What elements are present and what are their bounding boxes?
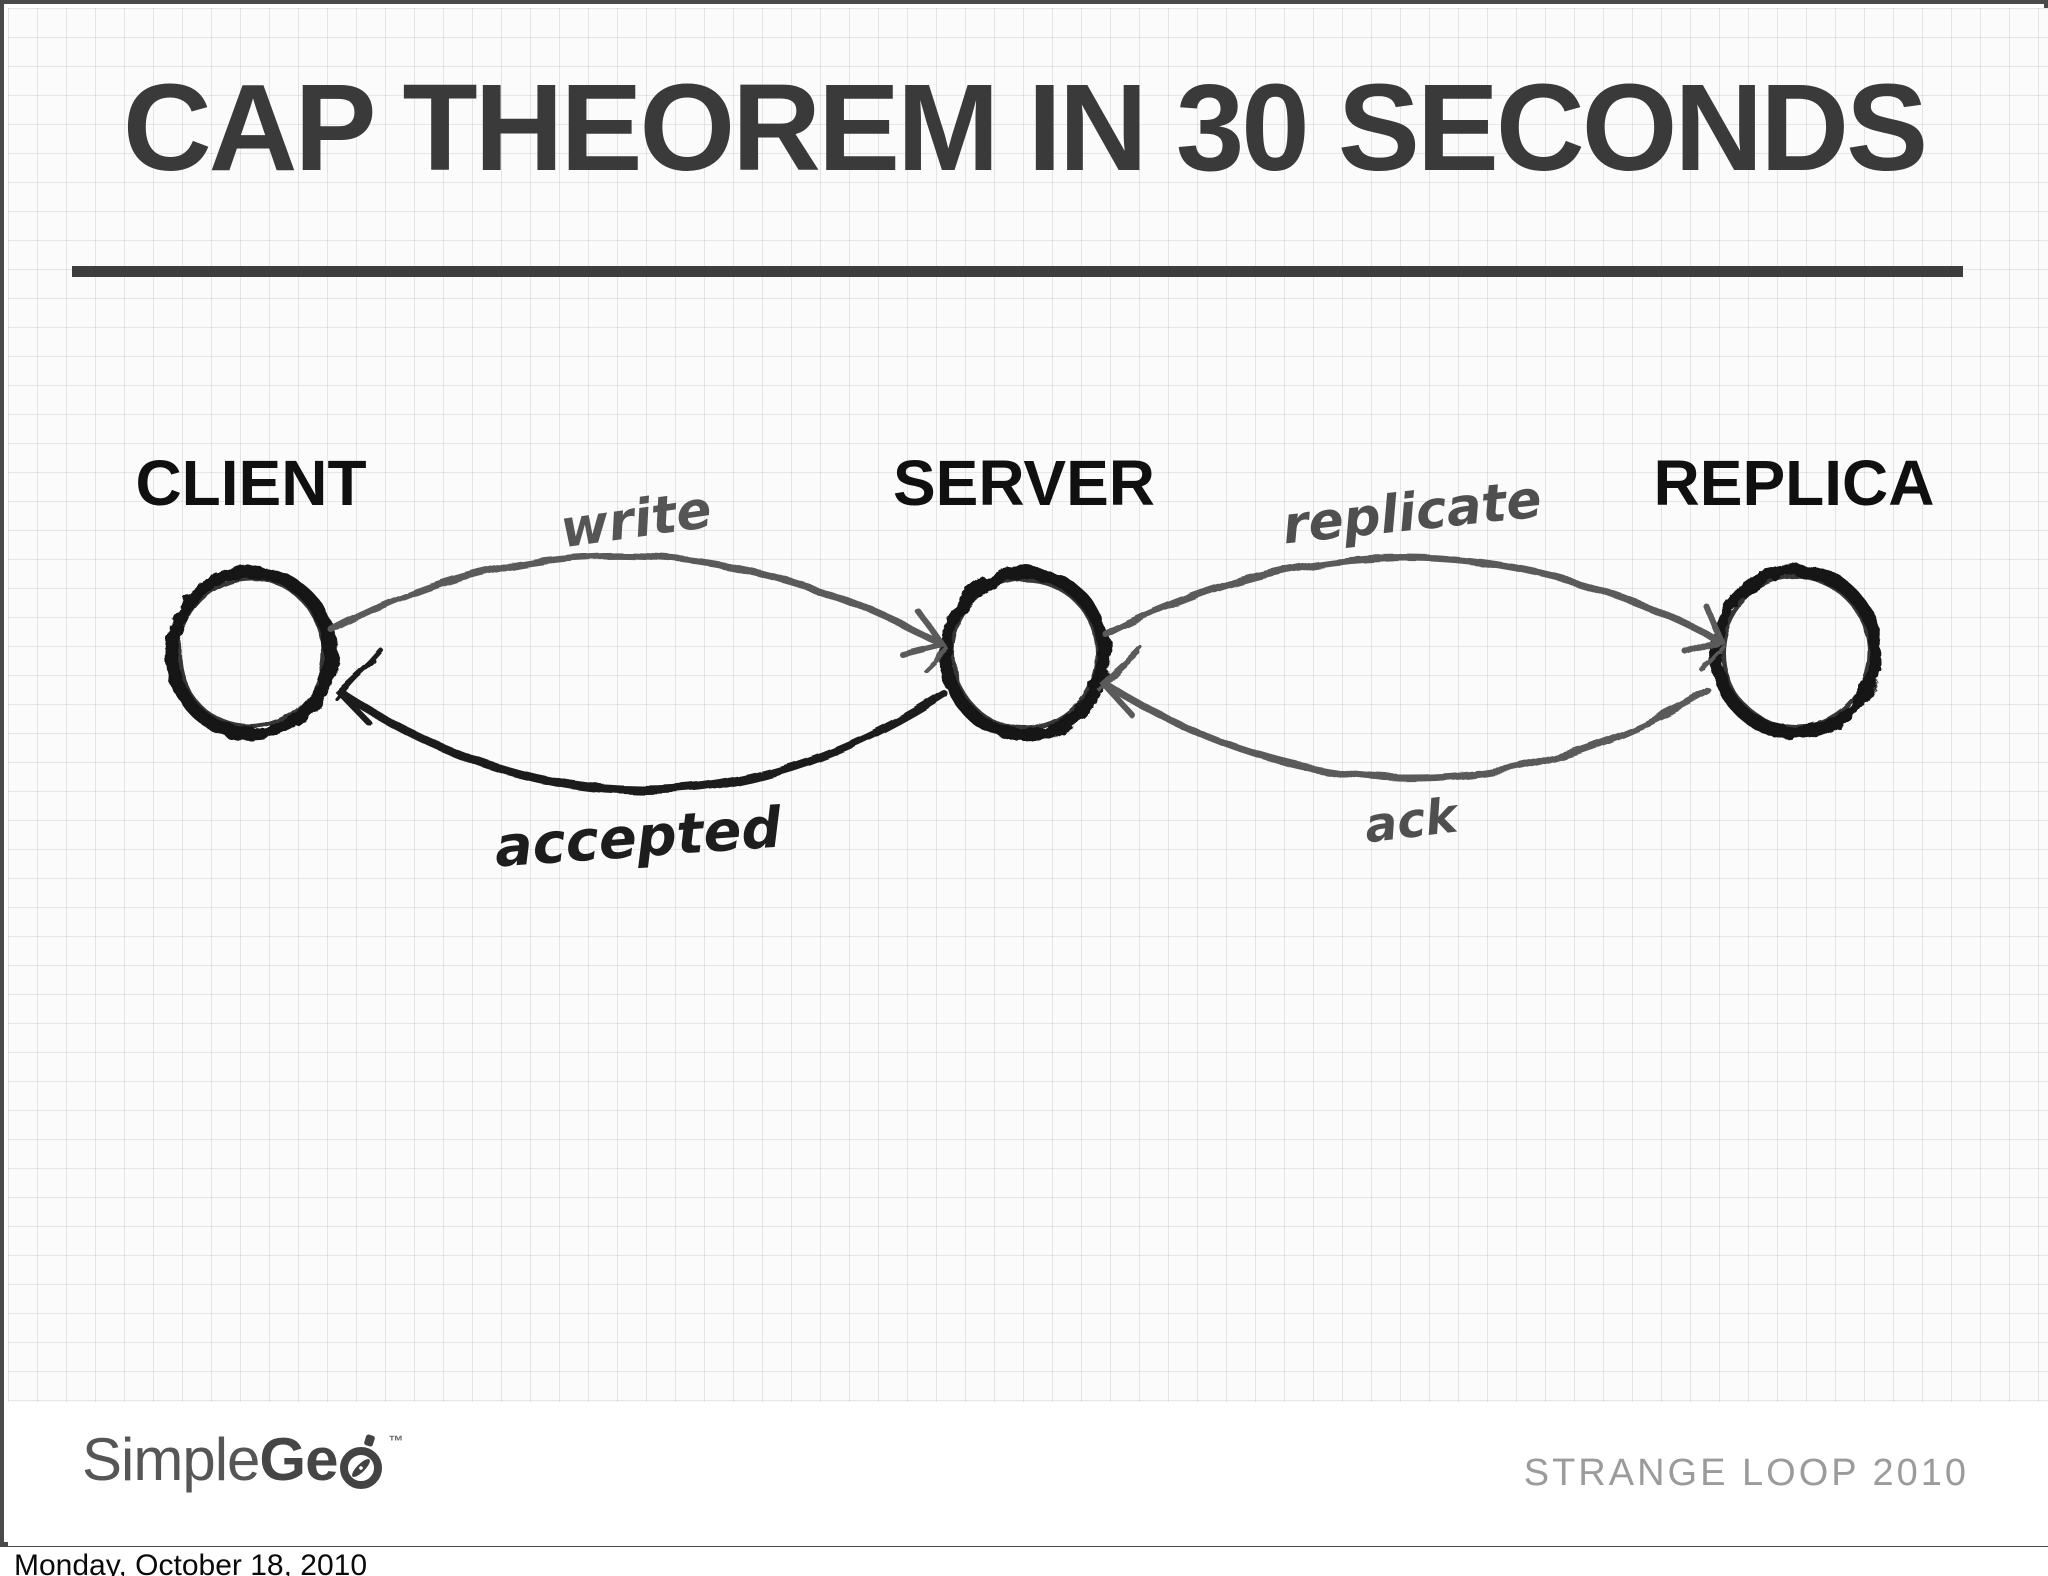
node-label-server: SERVER bbox=[892, 447, 1156, 519]
logo-text-simple: Simple bbox=[82, 1426, 260, 1493]
presentation-date: Monday, October 18, 2010 bbox=[14, 1549, 367, 1576]
grid-paper-background bbox=[8, 8, 2048, 1402]
trademark-symbol: ™ bbox=[388, 1433, 404, 1450]
slide-title: CAP THEOREM IN 30 SECONDS bbox=[122, 60, 1928, 197]
edge-label-ack: ack bbox=[1361, 787, 1461, 855]
node-label-replica: REPLICA bbox=[1653, 447, 1935, 519]
logo-text-ge: Ge bbox=[259, 1426, 338, 1493]
compass-stopwatch-icon bbox=[340, 1434, 383, 1489]
node-label-client: CLIENT bbox=[135, 447, 367, 519]
event-name: STRANGE LOOP 2010 bbox=[1523, 1452, 1969, 1494]
title-divider-rule bbox=[72, 266, 1963, 277]
